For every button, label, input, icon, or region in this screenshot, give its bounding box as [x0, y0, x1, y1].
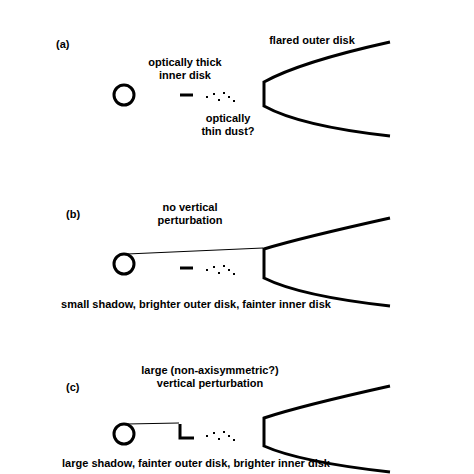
- caption-note: small shadow, brighter outer disk, faint…: [61, 298, 331, 311]
- part-name: flared outer disk: [269, 34, 355, 47]
- puffed-inner-disk: [180, 424, 194, 438]
- part-name: optically thin dust?: [195, 112, 261, 138]
- panel-letter: (b): [66, 208, 80, 221]
- outer-disk: [264, 218, 390, 306]
- star: [114, 424, 134, 444]
- star: [114, 254, 134, 274]
- note: large (non-axisymmetric?) vertical pertu…: [128, 364, 293, 390]
- outer-disk: [264, 42, 390, 136]
- shadow-ray: [127, 423, 179, 424]
- note: no vertical perturbation: [135, 201, 245, 227]
- panel-letter: (c): [66, 381, 79, 394]
- shadow-ray: [127, 248, 263, 254]
- inner-disk: [180, 94, 193, 97]
- inner-disk: [180, 267, 193, 270]
- part-name: optically thick inner disk: [138, 56, 233, 82]
- star: [114, 85, 134, 105]
- caption-note: large shadow, fainter outer disk, bright…: [62, 457, 330, 470]
- panel-letter: (a): [56, 38, 69, 51]
